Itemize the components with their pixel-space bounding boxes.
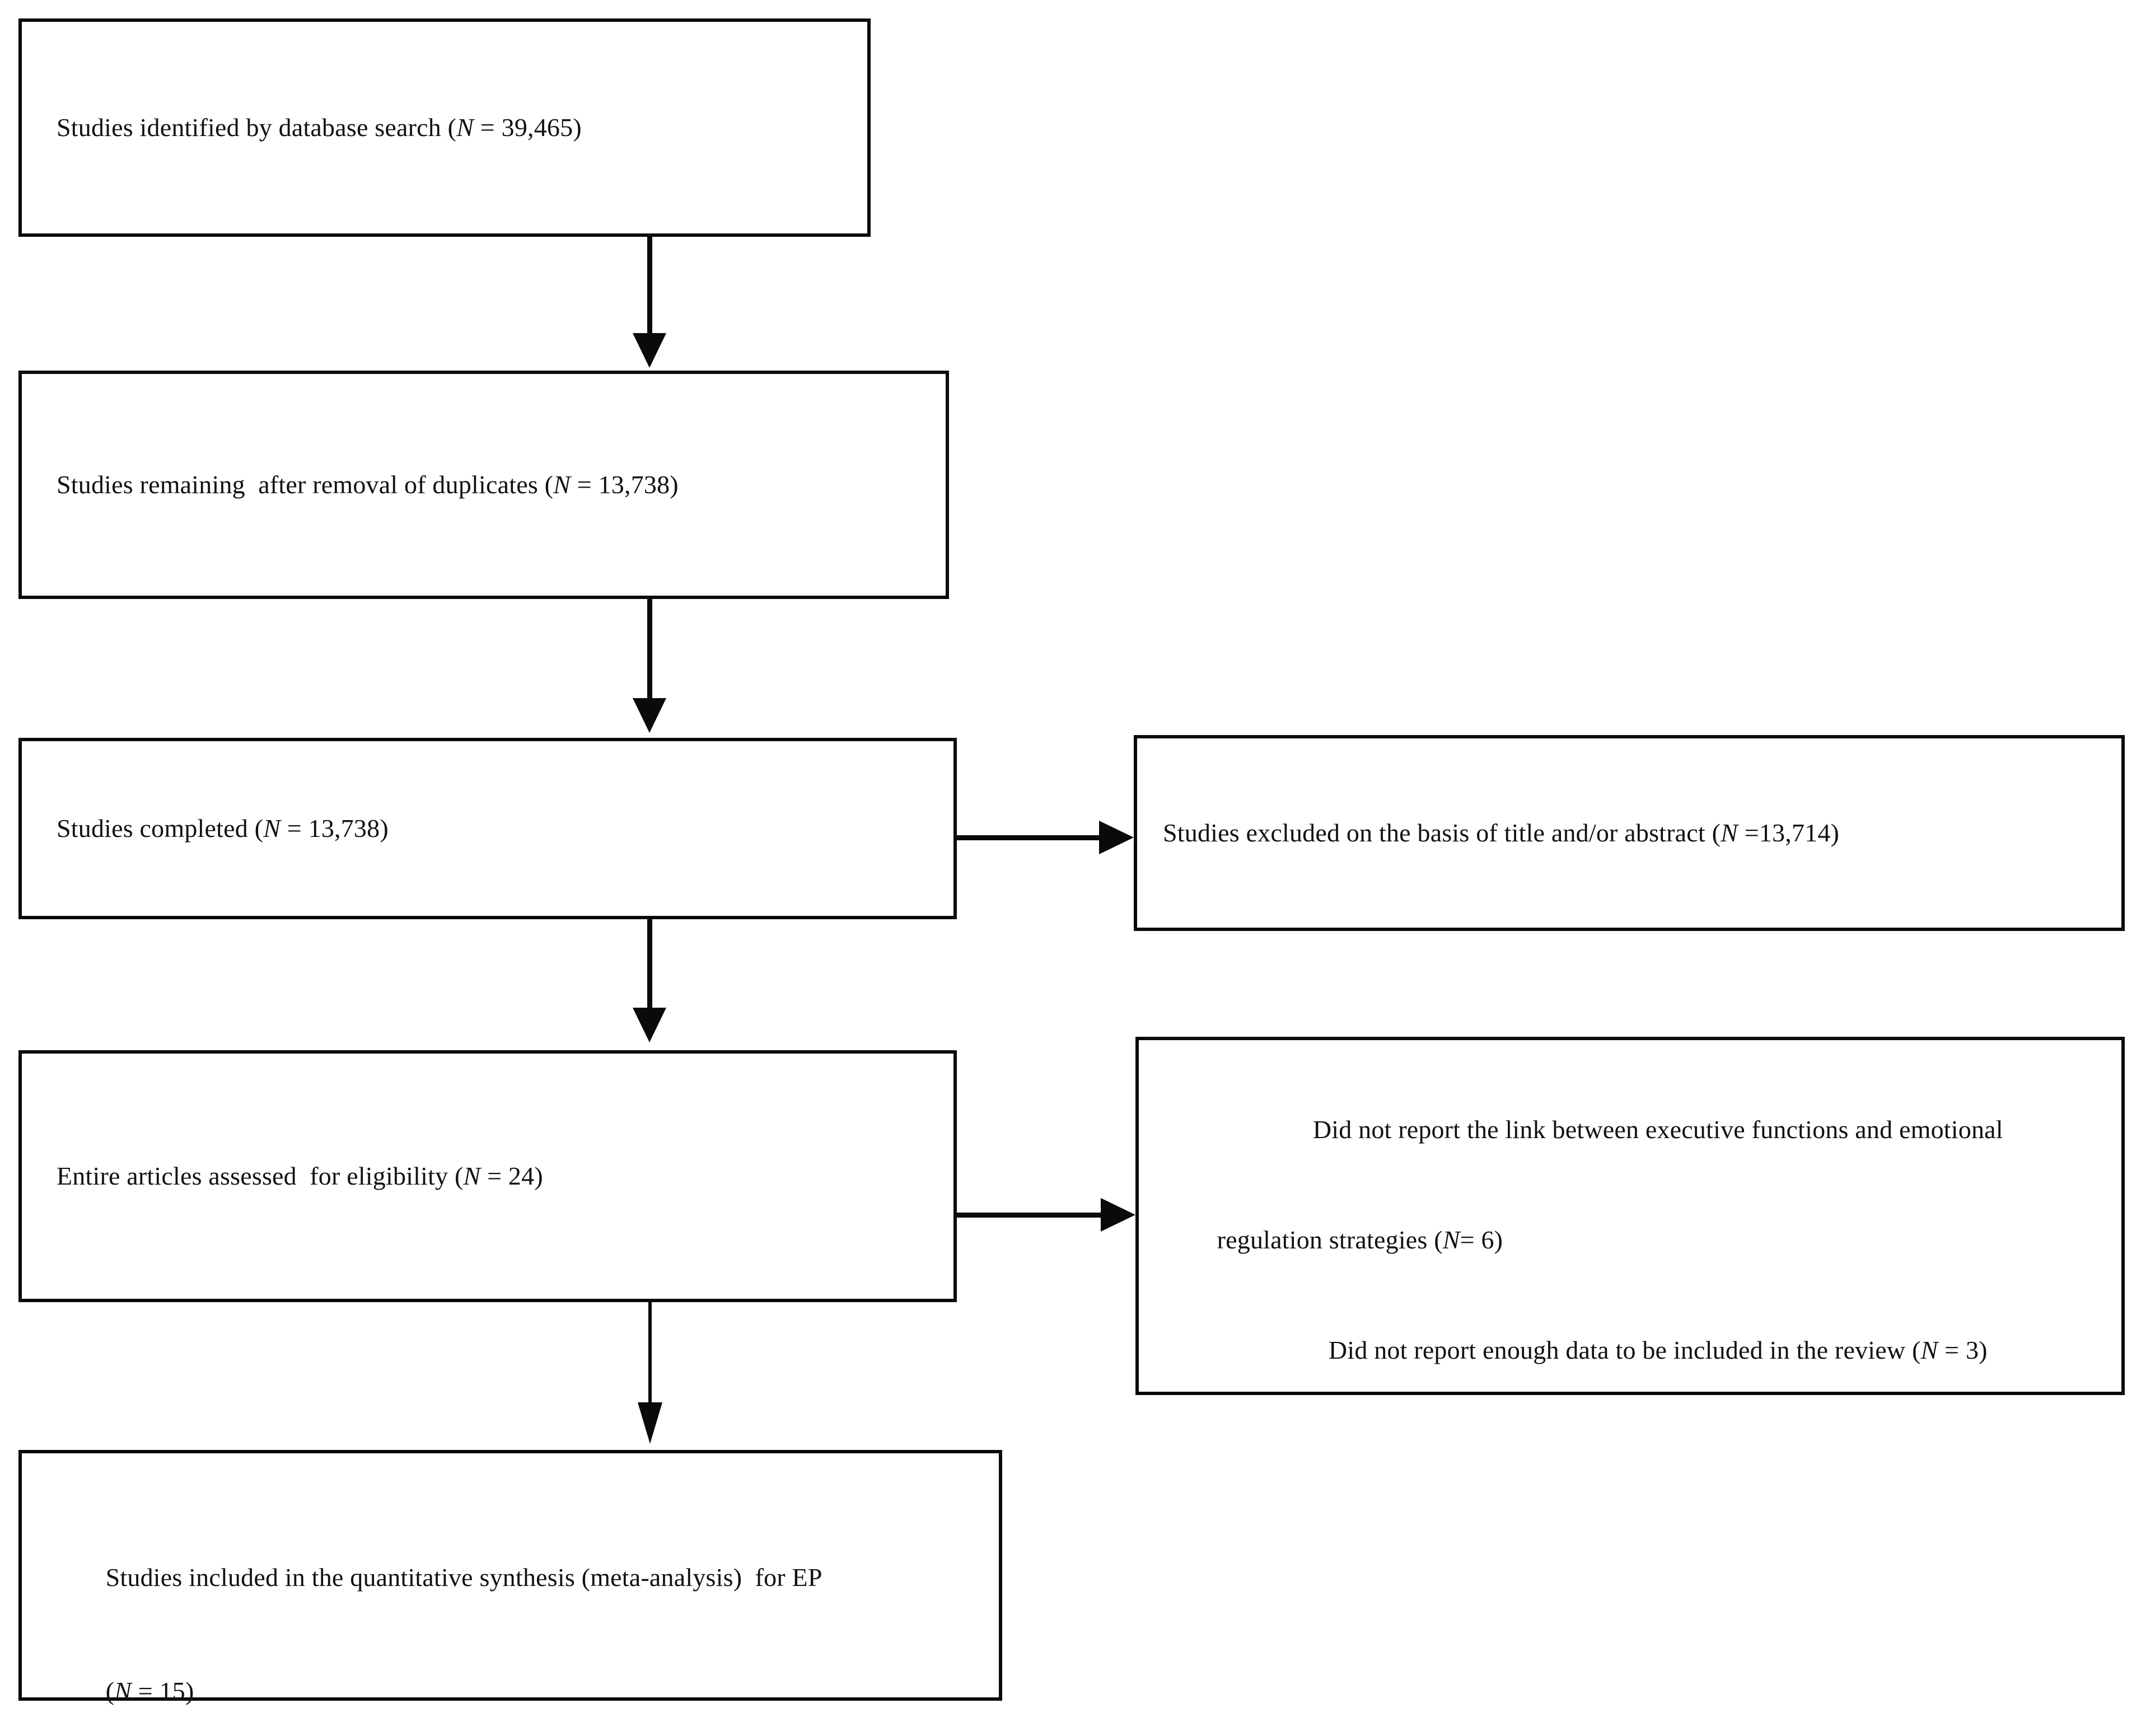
arrowhead-eligibility-to-excluded-reasons bbox=[1101, 1198, 1135, 1232]
node-excluded-title-abstract-label: Studies excluded on the basis of title a… bbox=[1163, 818, 1840, 847]
node-studies-included-line2: (N = 15) bbox=[105, 1677, 194, 1706]
node-studies-included-line1: Studies included in the quantitative syn… bbox=[105, 1563, 822, 1592]
node-studies-identified-label: Studies identified by database search (N… bbox=[57, 113, 582, 142]
node-studies-completed: Studies completed (N = 13,738) bbox=[18, 738, 957, 919]
node-excluded-title-abstract: Studies excluded on the basis of title a… bbox=[1134, 735, 2125, 931]
connector-completed-to-eligibility bbox=[647, 919, 652, 1014]
connector-eligibility-to-excluded-reasons bbox=[957, 1213, 1105, 1218]
node-studies-after-duplicates-label: Studies remaining after removal of dupli… bbox=[57, 470, 679, 499]
node-articles-eligibility-label: Entire articles assessed for eligibility… bbox=[57, 1161, 543, 1190]
node-articles-eligibility: Entire articles assessed for eligibility… bbox=[18, 1050, 957, 1302]
connector-duplicates-to-completed bbox=[647, 599, 652, 705]
node-studies-identified: Studies identified by database search (N… bbox=[18, 18, 871, 237]
excluded-reason-2: Did not report enough data to be include… bbox=[1328, 1336, 1988, 1365]
excluded-reason-1: Did not report the link between executiv… bbox=[1312, 1115, 2003, 1144]
arrowhead-eligibility-to-included bbox=[638, 1402, 662, 1444]
connector-identified-to-duplicates bbox=[647, 237, 652, 340]
arrowhead-duplicates-to-completed bbox=[633, 698, 666, 733]
arrowhead-completed-to-excluded bbox=[1099, 821, 1134, 854]
connector-completed-to-excluded bbox=[957, 835, 1104, 840]
node-studies-included: Studies included in the quantitative syn… bbox=[18, 1450, 1002, 1705]
node-studies-completed-label: Studies completed (N = 13,738) bbox=[57, 813, 389, 843]
connector-eligibility-to-included bbox=[648, 1302, 652, 1409]
arrowhead-completed-to-eligibility bbox=[633, 1008, 666, 1042]
node-studies-after-duplicates: Studies remaining after removal of dupli… bbox=[18, 371, 949, 599]
excluded-reason-1-continuation: regulation strategies (N= 6) bbox=[1217, 1225, 1503, 1255]
arrowhead-identified-to-duplicates bbox=[633, 333, 666, 368]
node-excluded-reasons: Did not report the link between executiv… bbox=[1135, 1037, 2125, 1395]
